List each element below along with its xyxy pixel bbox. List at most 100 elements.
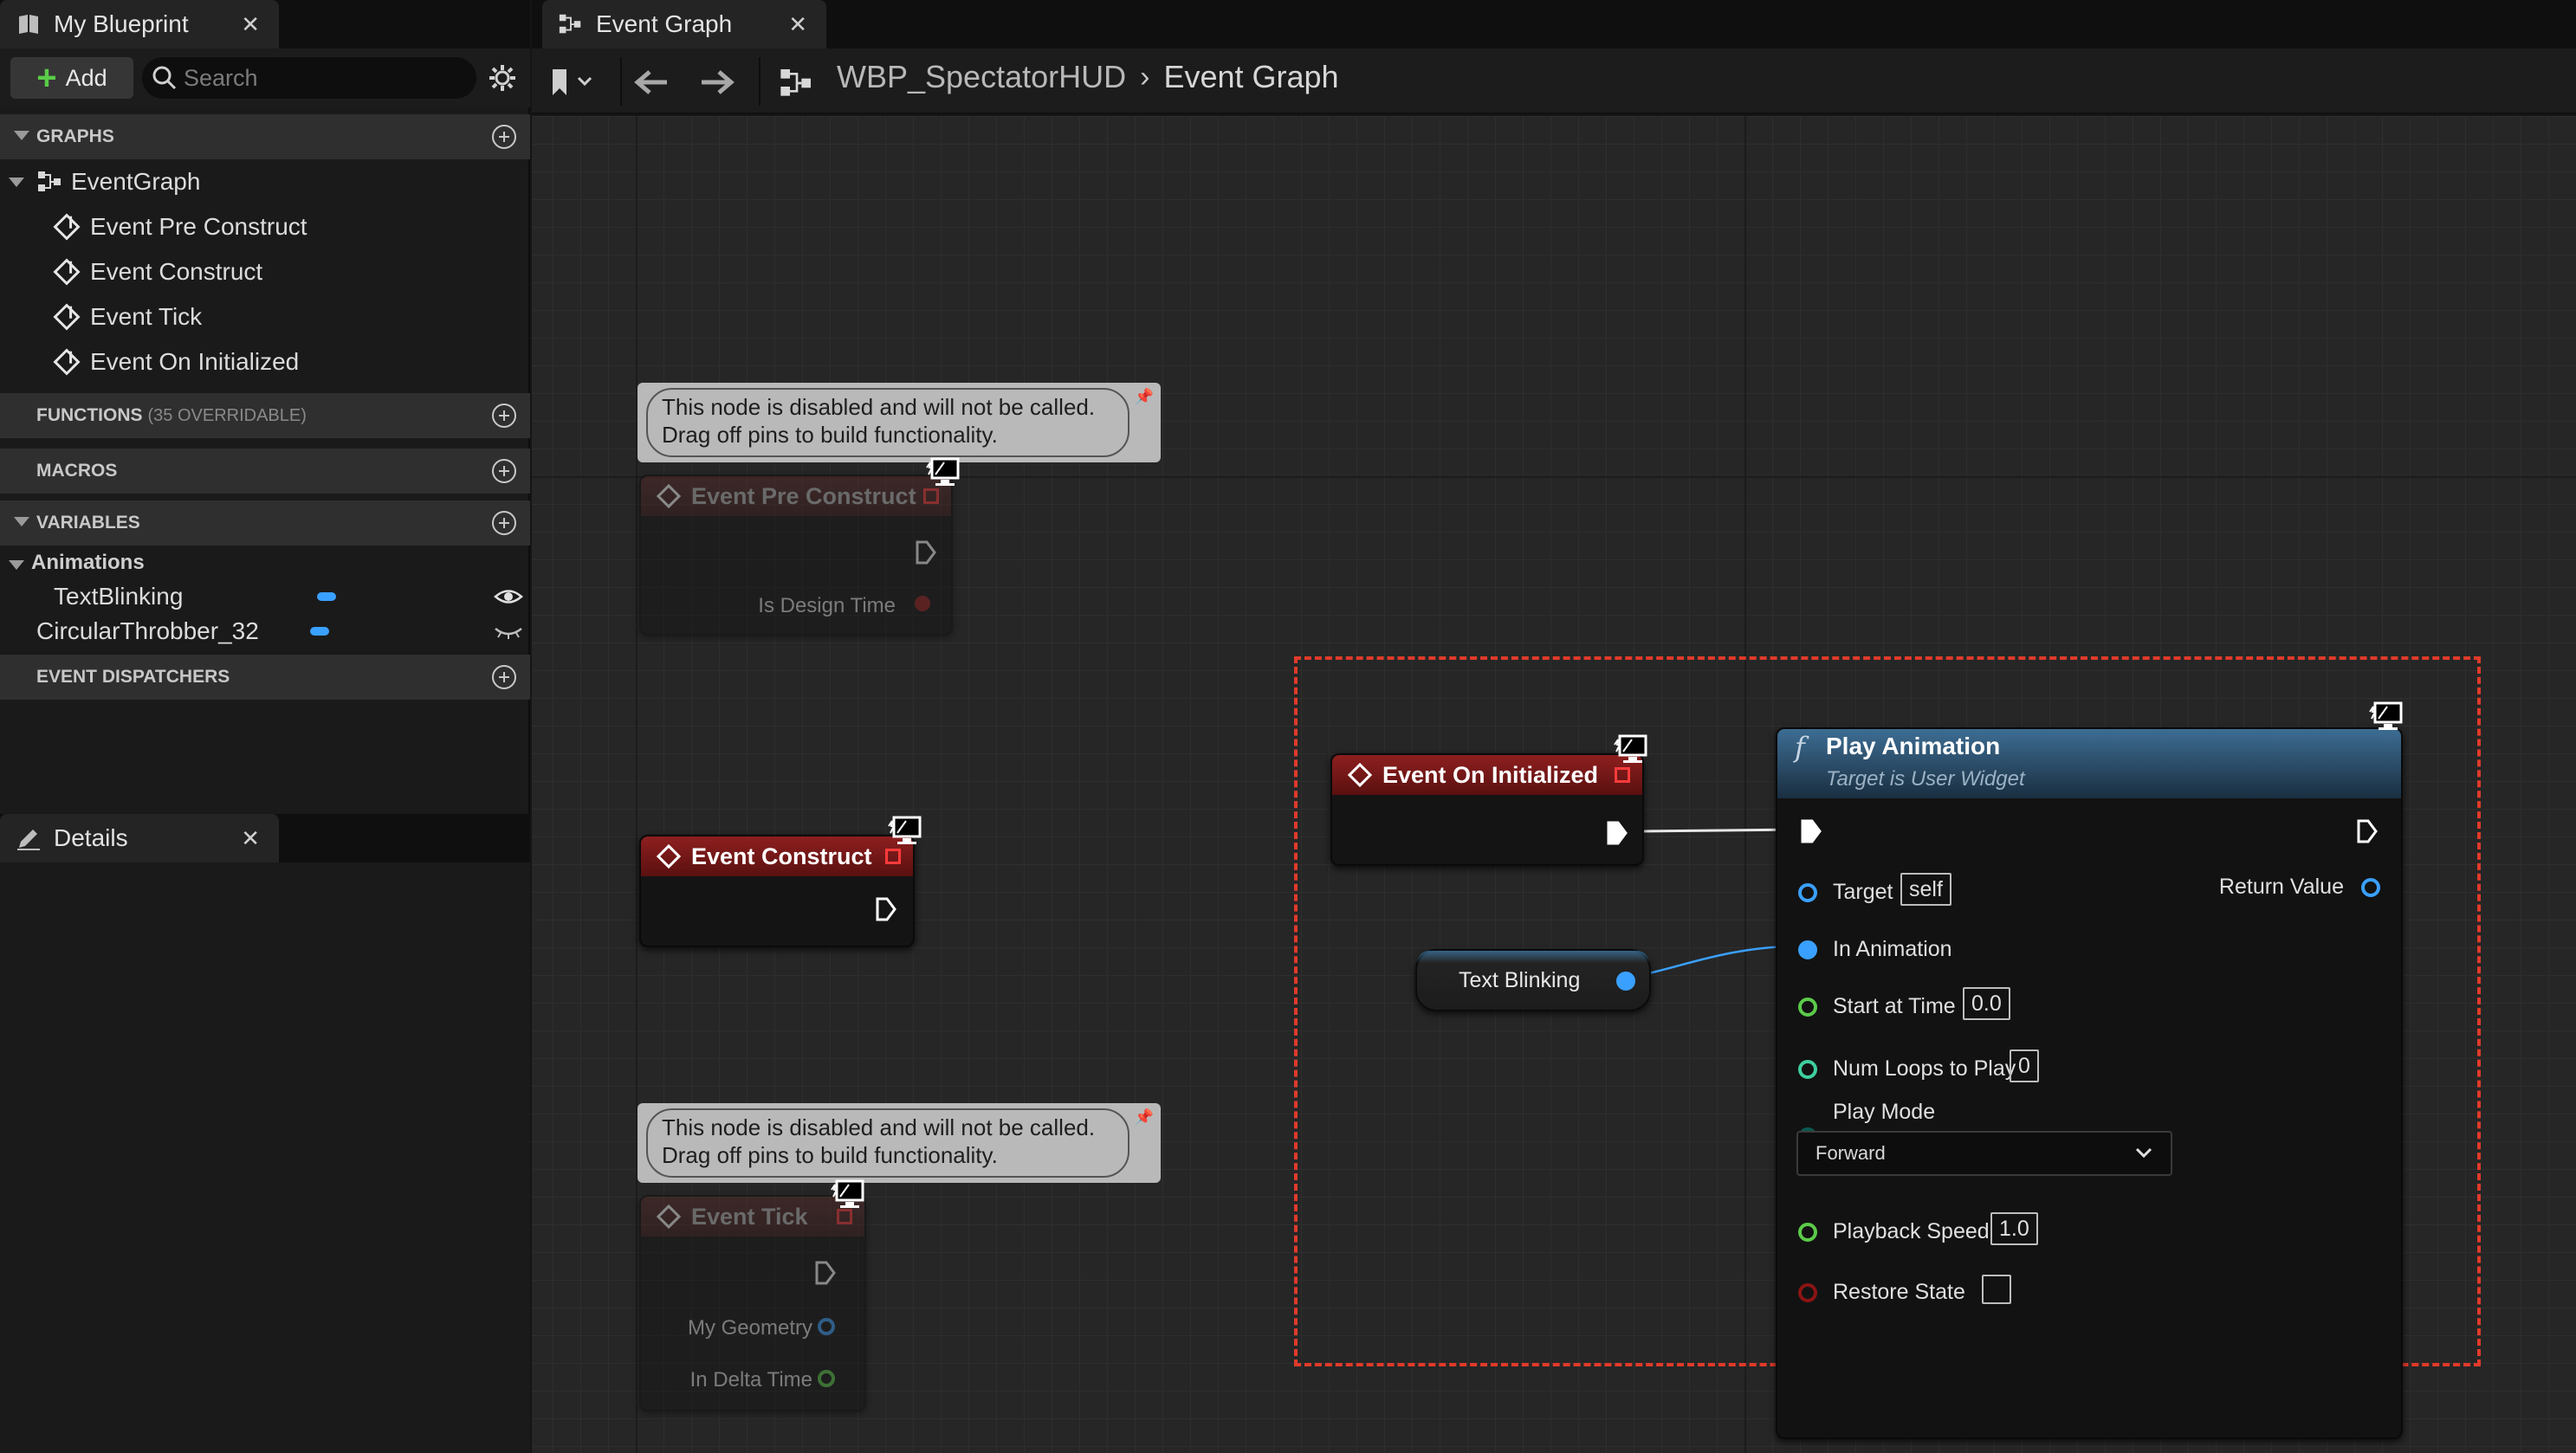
- node-event-on-initialized[interactable]: Event On Initialized: [1330, 753, 1644, 866]
- variable-type-pill: [317, 592, 336, 601]
- return-value-pin[interactable]: [2361, 878, 2380, 897]
- node-header: Event Pre Construct: [641, 476, 951, 516]
- variable-circularthrobber[interactable]: CircularThrobber_32: [0, 611, 530, 651]
- bookmark-icon[interactable]: [549, 68, 596, 97]
- chevron-down-icon: [2135, 1147, 2152, 1159]
- object-out-pin[interactable]: [1616, 972, 1635, 991]
- section-macros[interactable]: MACROS: [0, 449, 530, 494]
- pin-label: Start at Time: [1833, 994, 1956, 1018]
- exec-out-pin[interactable]: [875, 897, 897, 921]
- tree-item-label: Event Tick: [90, 303, 203, 330]
- tab-label: Event Graph: [596, 10, 733, 37]
- section-event-dispatchers[interactable]: EVENT DISPATCHERS: [0, 655, 530, 700]
- tree-item-event-tick[interactable]: Event Tick: [0, 296, 530, 338]
- eye-closed-icon[interactable]: [494, 623, 523, 641]
- node-variable-text-blinking[interactable]: Text Blinking: [1415, 949, 1651, 1011]
- tab-my-blueprint[interactable]: My Blueprint ✕: [0, 0, 279, 48]
- tab-label: Details: [54, 824, 128, 851]
- bool-pin[interactable]: [1798, 1283, 1817, 1302]
- exec-out-pin[interactable]: [814, 1261, 837, 1285]
- target-value-field[interactable]: self: [1900, 873, 1951, 906]
- play-mode-dropdown[interactable]: Forward: [1796, 1131, 2172, 1176]
- add-button-label: Add: [65, 64, 107, 91]
- tab-event-graph[interactable]: Event Graph ✕: [542, 0, 826, 48]
- float-pin[interactable]: [1798, 998, 1817, 1017]
- collapse-arrow-icon: [9, 178, 24, 187]
- section-variables-label: VARIABLES: [36, 513, 140, 533]
- search-input[interactable]: [184, 64, 461, 92]
- pin-label: Is Design Time: [758, 594, 896, 617]
- exec-out-pin[interactable]: [1606, 821, 1628, 845]
- comment-line-2: Drag off pins to build functionality.: [662, 422, 998, 448]
- back-arrow-icon[interactable]: [632, 68, 670, 97]
- delegate-pin[interactable]: [885, 849, 901, 864]
- node-event-construct[interactable]: Event Construct: [639, 835, 915, 947]
- section-graphs[interactable]: GRAPHS: [0, 114, 530, 159]
- tree-item-eventgraph[interactable]: EventGraph: [0, 161, 530, 203]
- exec-in-pin[interactable]: [1800, 819, 1822, 843]
- add-dispatcher-icon[interactable]: [492, 665, 516, 689]
- breadcrumb-root[interactable]: WBP_SpectatorHUD: [837, 59, 1127, 94]
- node-header: f Play Animation Target is User Widget: [1777, 729, 2401, 798]
- target-pin[interactable]: [1798, 883, 1817, 902]
- details-tabbar: Details ✕: [0, 814, 530, 862]
- start-time-field[interactable]: 0.0: [1963, 987, 2010, 1020]
- pin-icon[interactable]: 📌: [1134, 1108, 1154, 1126]
- add-button[interactable]: + Add: [10, 57, 133, 99]
- tab-label: My Blueprint: [54, 10, 189, 37]
- pin-label: Restore State: [1833, 1280, 1965, 1304]
- graph-canvas[interactable]: This node is disabled and will not be ca…: [532, 116, 2576, 1453]
- playback-speed-field[interactable]: 1.0: [1990, 1212, 2038, 1245]
- exec-out-pin[interactable]: [915, 540, 937, 565]
- add-function-icon[interactable]: [492, 404, 516, 428]
- add-macro-icon[interactable]: [492, 459, 516, 483]
- client-only-icon: [1614, 734, 1647, 763]
- pencil-icon: [17, 830, 40, 850]
- close-icon[interactable]: ✕: [241, 825, 260, 851]
- delegate-pin[interactable]: [837, 1209, 852, 1224]
- tree-item-event-construct[interactable]: Event Construct: [0, 251, 530, 293]
- tree-item-label: EventGraph: [71, 168, 201, 195]
- pin-label: Num Loops to Play: [1833, 1056, 2016, 1081]
- tree-item-event-on-initialized[interactable]: Event On Initialized: [0, 341, 530, 383]
- int-pin[interactable]: [1798, 1060, 1817, 1079]
- pin-label: In Animation: [1833, 937, 1952, 961]
- book-icon: [19, 15, 38, 34]
- variable-label: TextBlinking: [54, 583, 184, 610]
- exec-out-pin[interactable]: [2356, 819, 2379, 843]
- num-loops-field[interactable]: 0: [2010, 1049, 2039, 1082]
- editor-toolbar: [532, 48, 2576, 114]
- restore-state-checkbox[interactable]: [1982, 1275, 2011, 1304]
- delegate-pin[interactable]: [923, 488, 939, 504]
- section-variables[interactable]: VARIABLES: [0, 500, 530, 546]
- disabled-node-comment: This node is disabled and will not be ca…: [638, 1103, 1161, 1183]
- forward-arrow-icon[interactable]: [698, 68, 736, 97]
- float-pin[interactable]: [1798, 1223, 1817, 1242]
- add-variable-icon[interactable]: [492, 511, 516, 535]
- category-animations[interactable]: Animations: [0, 544, 530, 582]
- eye-icon[interactable]: [494, 585, 523, 608]
- close-icon[interactable]: ✕: [788, 11, 807, 37]
- breadcrumb-current[interactable]: Event Graph: [1163, 59, 1339, 94]
- node-play-animation[interactable]: f Play Animation Target is User Widget T…: [1776, 727, 2403, 1439]
- search-field[interactable]: [142, 57, 476, 99]
- tab-details[interactable]: Details ✕: [0, 814, 279, 862]
- tree-item-event-pre-construct[interactable]: Event Pre Construct: [0, 206, 530, 248]
- close-icon[interactable]: ✕: [241, 11, 260, 37]
- float-pin[interactable]: [818, 1370, 835, 1387]
- variable-textblinking[interactable]: TextBlinking: [0, 577, 530, 617]
- pin-icon[interactable]: 📌: [1134, 388, 1154, 405]
- details-panel-body: [0, 862, 530, 1453]
- geometry-pin[interactable]: [818, 1318, 835, 1335]
- in-animation-pin[interactable]: [1798, 940, 1817, 959]
- variable-node-label: Text Blinking: [1459, 967, 1581, 992]
- section-functions[interactable]: FUNCTIONS (35 OVERRIDABLE): [0, 393, 530, 438]
- bool-pin[interactable]: [915, 596, 930, 611]
- collapse-arrow-icon: [14, 131, 29, 140]
- node-event-pre-construct[interactable]: Event Pre Construct Is Design Time: [639, 475, 953, 636]
- add-graph-icon[interactable]: [492, 125, 516, 149]
- gear-icon[interactable]: [487, 62, 518, 94]
- node-subtitle: Target is User Widget: [1826, 767, 2025, 791]
- delegate-pin[interactable]: [1615, 767, 1630, 783]
- node-event-tick[interactable]: Event Tick My Geometry In Delta Time: [639, 1195, 866, 1411]
